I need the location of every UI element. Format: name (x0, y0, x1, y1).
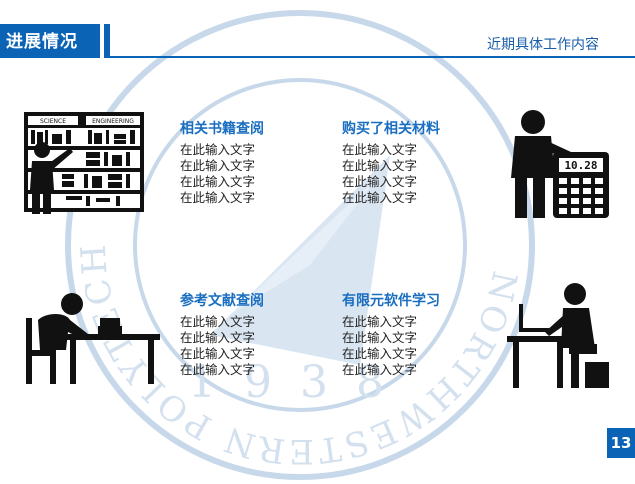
block-line: 在此输入文字 (342, 142, 418, 157)
svg-text:ENGINEERING: ENGINEERING (92, 118, 134, 125)
block-line: 在此输入文字 (180, 190, 256, 205)
block-book-review: 相关书籍查阅 在此输入文字 在此输入文字 在此输入文字 在此输入文字 (180, 118, 310, 206)
university-seal-watermark: NORTHWESTERN POLYTECHNICAL UNIVERSITY 19… (60, 5, 535, 480)
block-line: 在此输入文字 (180, 346, 256, 361)
svg-text:10.28: 10.28 (564, 159, 597, 172)
header-accent (104, 24, 110, 58)
block-line: 在此输入文字 (180, 142, 256, 157)
block-materials: 购买了相关材料 在此输入文字 在此输入文字 在此输入文字 在此输入文字 (342, 118, 472, 206)
block-line: 在此输入文字 (342, 158, 418, 173)
block-line: 在此输入文字 (342, 362, 418, 377)
section-subtitle: 近期具体工作内容 (487, 37, 599, 53)
block-line: 在此输入文字 (342, 314, 418, 329)
person-at-bookshelf-icon: SCIENCE ENGINEERING (24, 112, 144, 214)
block-line: 在此输入文字 (180, 330, 256, 345)
block-line: 在此输入文字 (342, 174, 418, 189)
block-line: 在此输入文字 (180, 362, 256, 377)
block-title: 参考文献查阅 (180, 293, 264, 309)
block-title: 相关书籍查阅 (180, 121, 264, 137)
block-line: 在此输入文字 (180, 174, 256, 189)
block-fem-software: 有限元软件学习 在此输入文字 在此输入文字 在此输入文字 在此输入文字 (342, 290, 472, 378)
block-title: 有限元软件学习 (342, 293, 440, 309)
block-line: 在此输入文字 (342, 346, 418, 361)
svg-text:1938: 1938 (188, 357, 412, 408)
svg-text:SCIENCE: SCIENCE (40, 118, 66, 125)
page-title: 进展情况 (6, 32, 78, 52)
block-title: 购买了相关材料 (342, 121, 440, 137)
person-with-calculator-icon: 10.28 (511, 110, 609, 218)
page-number: 13 (607, 428, 635, 458)
person-reading-at-desk-icon (26, 293, 160, 384)
block-line: 在此输入文字 (180, 314, 256, 329)
header-bar (0, 24, 100, 58)
block-line: 在此输入文字 (180, 158, 256, 173)
person-at-laptop-icon (507, 283, 609, 388)
block-line: 在此输入文字 (342, 190, 418, 205)
block-line: 在此输入文字 (342, 330, 418, 345)
block-literature-review: 参考文献查阅 在此输入文字 在此输入文字 在此输入文字 在此输入文字 (180, 290, 310, 378)
header-underline (110, 56, 635, 58)
